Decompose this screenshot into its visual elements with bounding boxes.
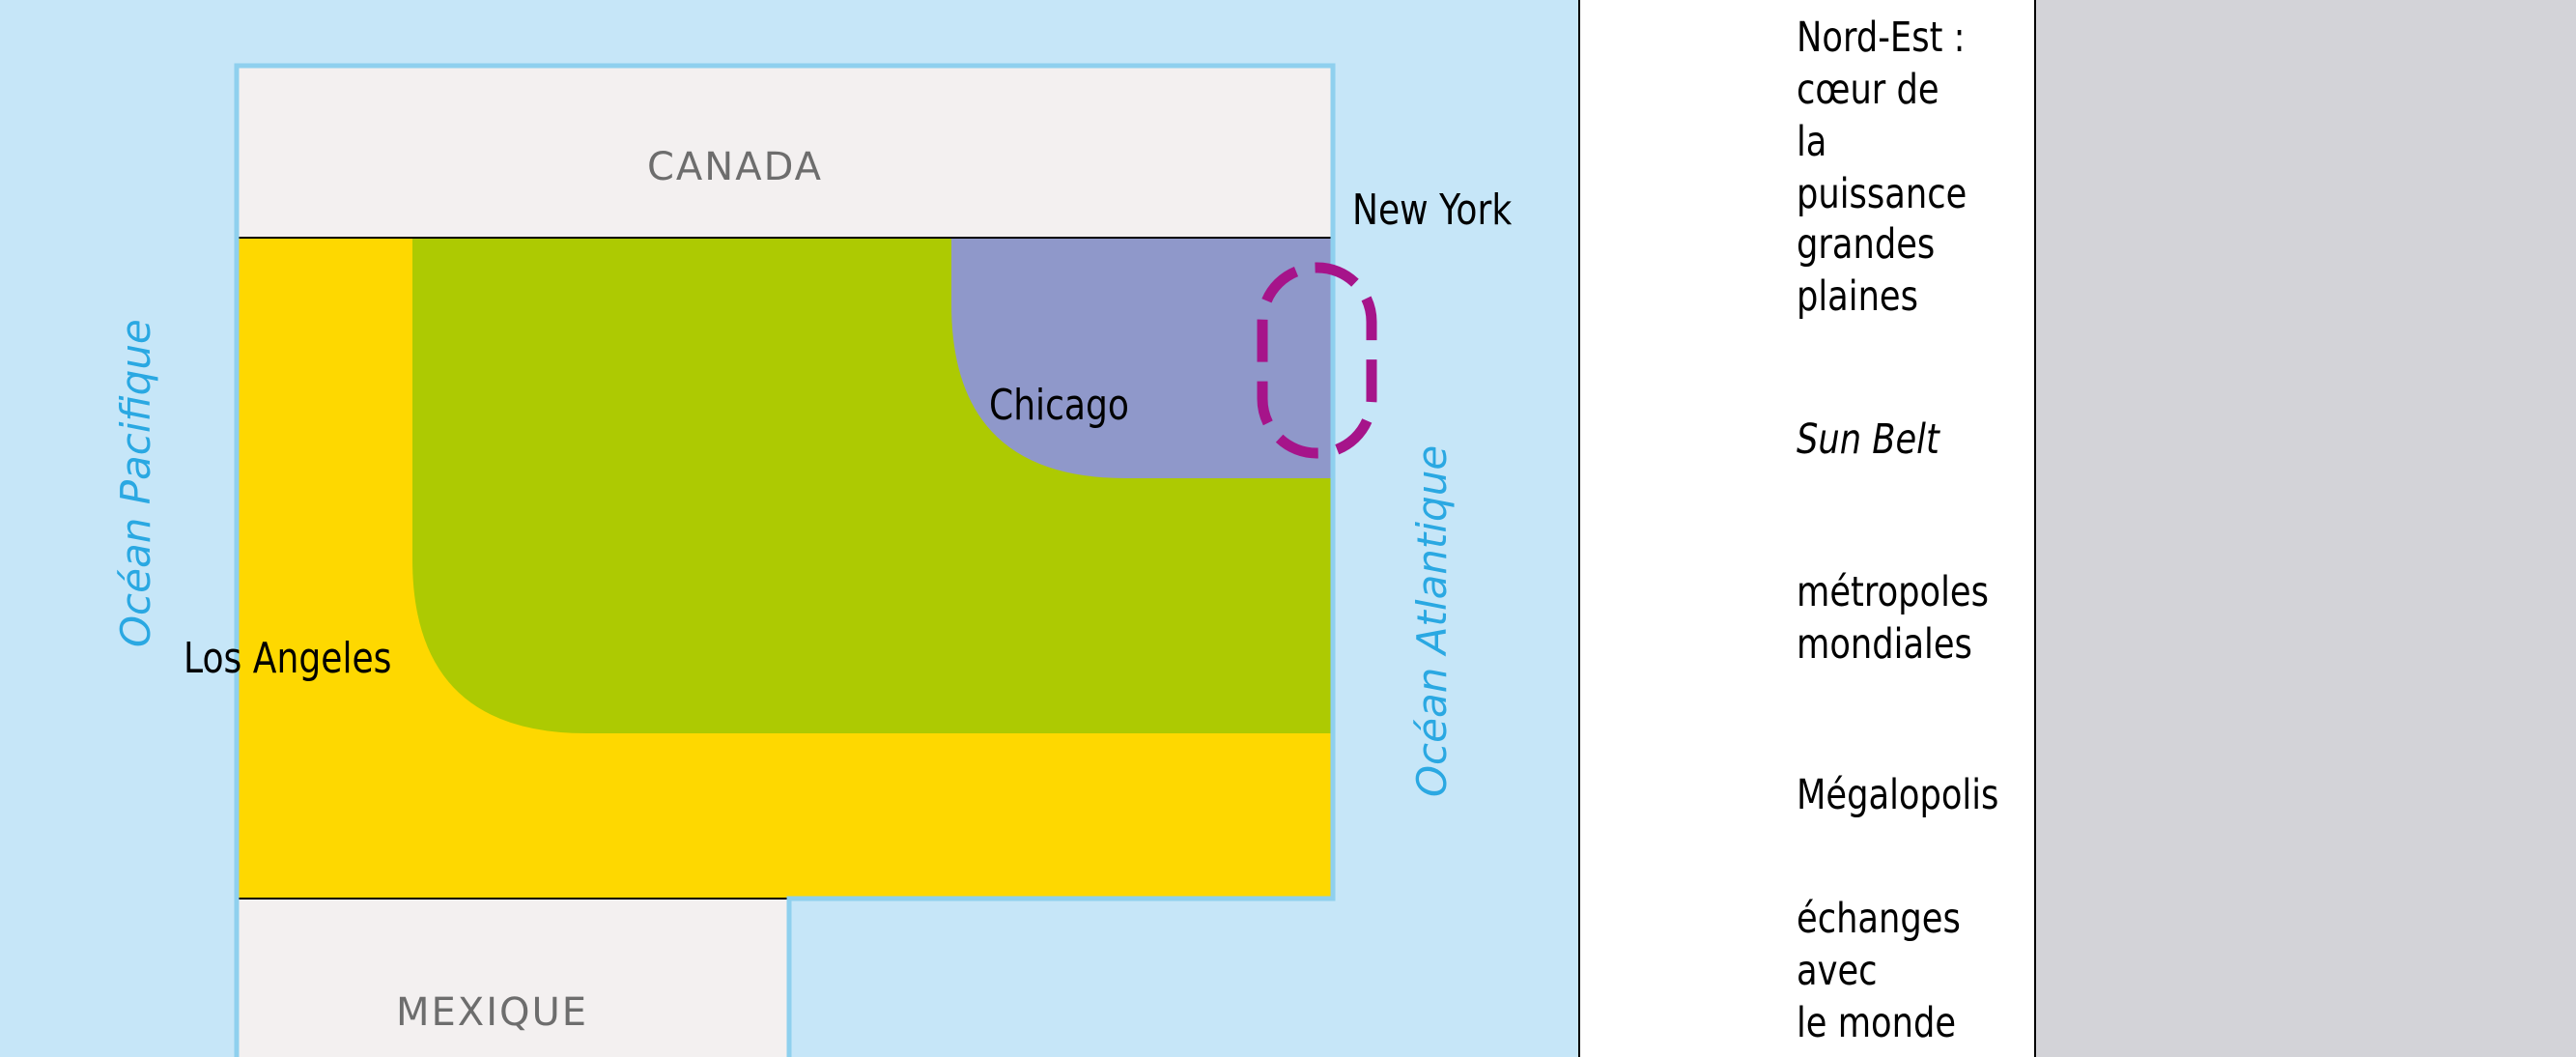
label-los-angeles: Los Angeles	[184, 634, 392, 683]
label-mexique: MEXIQUE	[396, 990, 589, 1035]
coast-outline	[234, 63, 1336, 1057]
label-ocean-pacifique: Océan Pacifique	[112, 319, 159, 647]
legend-item: Nord-Est : cœur de la puissance	[1797, 14, 1967, 218]
legend-item: Sun Belt	[1797, 415, 1939, 464]
megalopolis-oval	[1257, 262, 1377, 459]
legend-item: Mégalopolis	[1797, 771, 1999, 819]
map	[0, 0, 1578, 1057]
label-canada: CANADA	[647, 145, 824, 189]
legend-item: métropoles mondiales	[1797, 568, 1989, 669]
legend-item: échanges avec le monde	[1797, 895, 1961, 1047]
empty-side-area	[2036, 0, 2576, 1057]
legend-item: grandes plaines	[1797, 220, 1936, 321]
label-ocean-atlantique: Océan Atlantique	[1408, 444, 1456, 797]
mexique-land	[237, 899, 789, 1057]
nord-est-region	[951, 238, 1333, 478]
label-chicago: Chicago	[989, 381, 1130, 430]
label-new-york: New York	[1352, 186, 1513, 235]
canada-land	[237, 66, 1333, 238]
